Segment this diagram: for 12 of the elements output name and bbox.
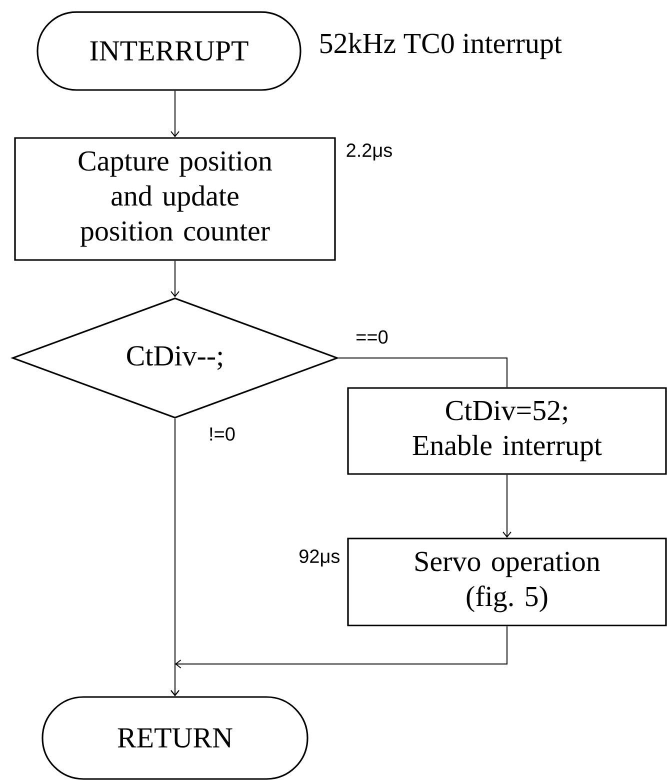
note-text: 52kHz TC0 interrupt bbox=[320, 32, 562, 60]
timing-label: 2.2μs bbox=[346, 144, 392, 160]
edge-label: ==0 bbox=[354, 329, 390, 345]
process-box: CtDiv=52; Enable interrupt bbox=[347, 387, 667, 475]
arrow bbox=[170, 626, 508, 696]
timing-label: 92μs bbox=[300, 550, 340, 566]
arrow bbox=[170, 260, 180, 298]
arrow bbox=[170, 90, 180, 138]
process-box: Servo operation (fig. 5) bbox=[347, 538, 667, 626]
arrow bbox=[502, 474, 512, 538]
edge-label: !=0 bbox=[208, 426, 236, 442]
process-box: Capture position and update position counter bbox=[14, 137, 336, 261]
